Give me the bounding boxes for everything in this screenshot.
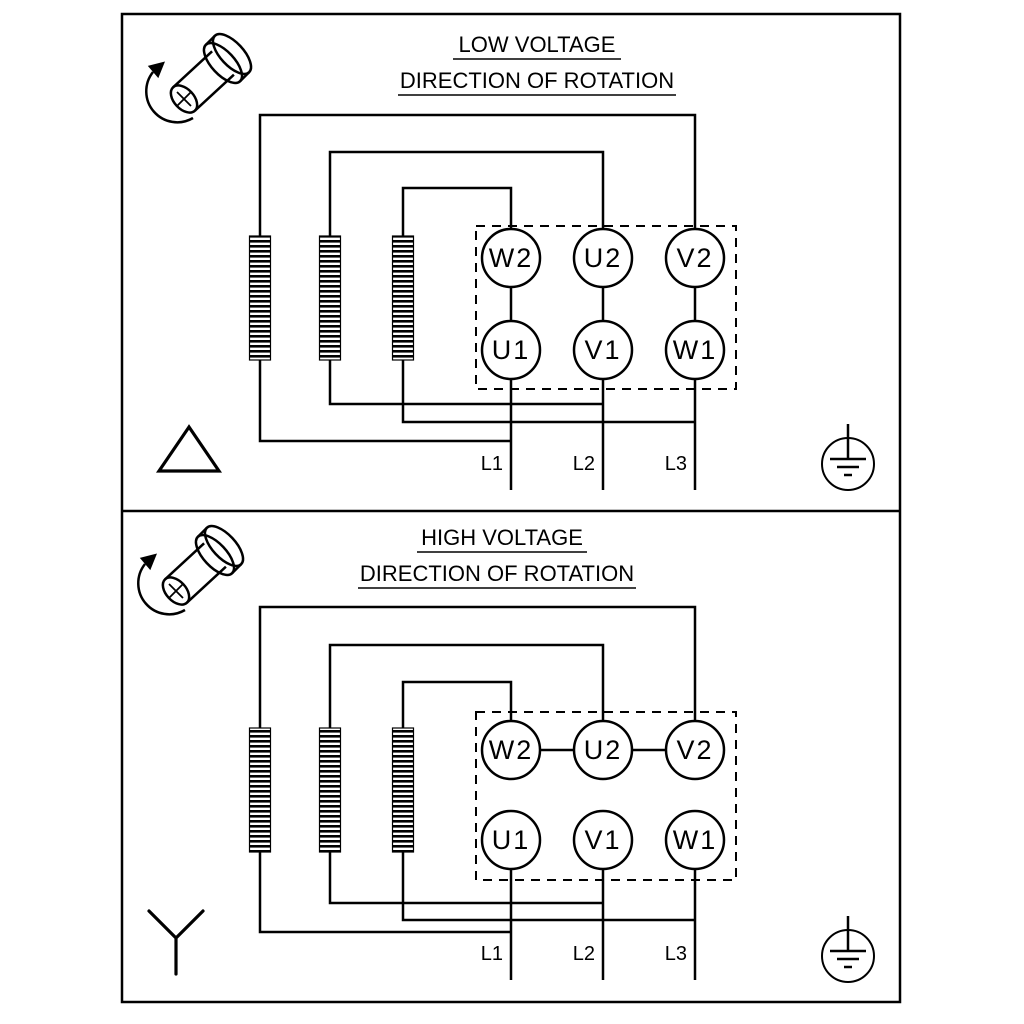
terminal-v2 [664, 227, 726, 289]
winding-coils [248, 235, 415, 361]
panel-subtitle: DIRECTION OF ROTATION [400, 68, 674, 93]
terminal-u1 [480, 319, 542, 381]
terminal-box [475, 711, 737, 881]
terminal-label: W2 [489, 735, 534, 765]
winding-wire-middle [328, 643, 605, 905]
supply-label: L3 [665, 943, 687, 965]
terminal-u1 [480, 809, 542, 871]
terminal-u2 [572, 227, 634, 289]
delta-symbol-icon [155, 424, 223, 473]
terminal-label: U2 [584, 735, 623, 765]
terminal-v2 [664, 719, 726, 781]
winding-coil [391, 727, 415, 853]
winding-wires [258, 113, 697, 443]
supply-label: L3 [665, 453, 687, 475]
terminal-v1 [572, 809, 634, 871]
terminal-label: W1 [673, 825, 718, 855]
terminal-label: V2 [676, 735, 713, 765]
winding-coil [248, 235, 272, 361]
panel-low-voltage: LOW VOLTAGE DIRECTION OF ROTATION [145, 26, 876, 492]
terminal-label: W1 [673, 335, 718, 365]
panel-high-voltage: HIGH VOLTAGE DIRECTION OF ROTATION [137, 518, 876, 984]
terminal-links [509, 287, 697, 321]
terminals: W2 U2 V2 U1 V1 W1 [480, 719, 726, 871]
winding-wire-outer [258, 113, 697, 443]
supply-labels: L1 L2 L3 [481, 943, 687, 965]
panel-title: LOW VOLTAGE [459, 32, 616, 57]
winding-coil [318, 235, 342, 361]
winding-coils [248, 727, 415, 853]
winding-coil [391, 235, 415, 361]
winding-coil [318, 727, 342, 853]
terminal-label: U2 [584, 243, 623, 273]
supply-label: L1 [481, 943, 503, 965]
terminals: W2 U2 V2 U1 V1 W1 [480, 227, 726, 381]
terminal-box [475, 225, 737, 390]
supply-label: L1 [481, 453, 503, 475]
terminal-label: V1 [584, 335, 621, 365]
panel-subtitle: DIRECTION OF ROTATION [360, 561, 634, 586]
terminal-u2 [572, 719, 634, 781]
winding-wire-inner [401, 186, 695, 424]
winding-coil [248, 727, 272, 853]
terminal-w1 [664, 319, 726, 381]
winding-wires [258, 605, 697, 934]
terminal-w2 [480, 227, 542, 289]
supply-label: L2 [573, 943, 595, 965]
terminal-w1 [664, 809, 726, 871]
winding-wire-outer [258, 605, 697, 934]
supply-labels: L1 L2 L3 [481, 453, 687, 475]
winding-wire-middle [328, 150, 605, 406]
terminal-v1 [572, 319, 634, 381]
terminal-w2 [480, 719, 542, 781]
terminal-label: V2 [676, 243, 713, 273]
winding-wire-inner [401, 680, 695, 922]
supply-wires [509, 379, 697, 490]
terminal-label: U1 [492, 335, 531, 365]
terminal-label: W2 [489, 243, 534, 273]
panel-title: HIGH VOLTAGE [421, 525, 583, 550]
supply-wires [509, 869, 697, 980]
supply-label: L2 [573, 453, 595, 475]
wye-symbol-icon [147, 909, 205, 976]
terminal-label: V1 [584, 825, 621, 855]
terminal-label: U1 [492, 825, 531, 855]
